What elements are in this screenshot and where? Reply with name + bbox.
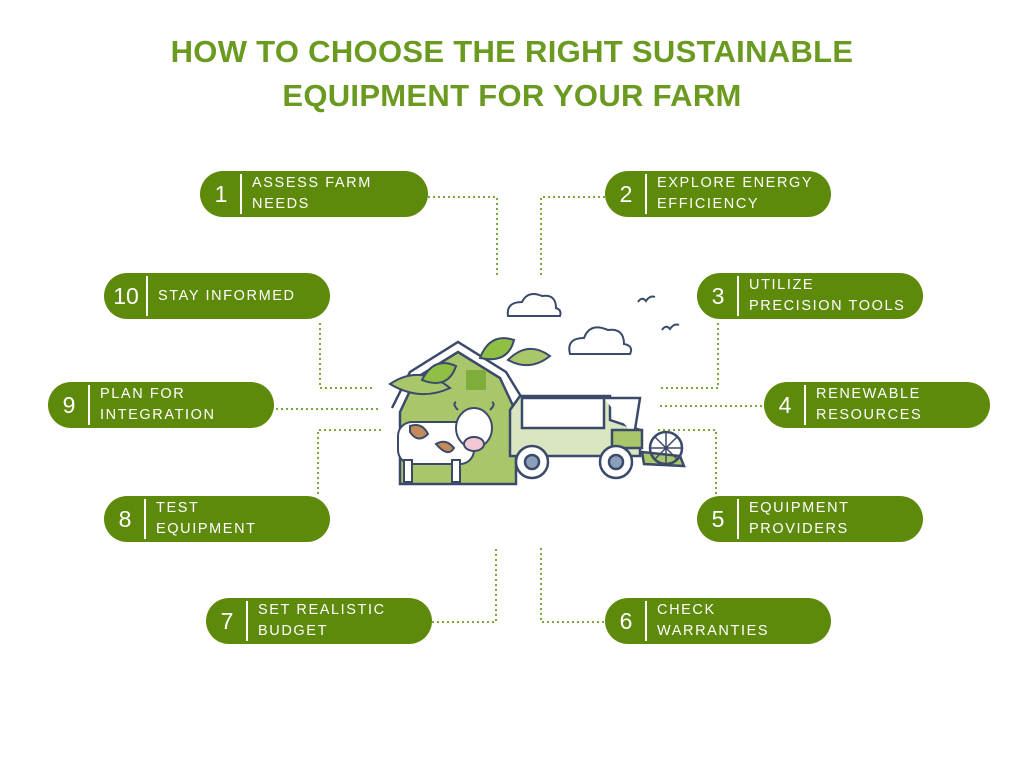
divider	[645, 601, 647, 641]
step-number: 7	[220, 608, 234, 634]
cloud-icon	[568, 326, 633, 355]
step-10-pill: 10 STAY INFORMED	[104, 273, 330, 319]
step-number: 10	[113, 283, 139, 309]
step-number: 2	[619, 181, 633, 207]
connector-3	[660, 323, 719, 389]
divider	[737, 276, 739, 316]
cow-icon	[397, 401, 495, 483]
divider	[804, 385, 806, 425]
divider	[144, 499, 146, 539]
connector-7	[432, 548, 497, 623]
step-number: 6	[619, 608, 633, 634]
divider	[645, 174, 647, 214]
title-line-1: HOW TO CHOOSE THE RIGHT SUSTAINABLE	[170, 34, 854, 69]
divider	[88, 385, 90, 425]
step-number: 8	[118, 506, 132, 532]
farm-illustration	[388, 293, 686, 486]
step-number: 5	[711, 506, 725, 532]
connector-5	[658, 429, 717, 494]
step-number: 3	[711, 283, 725, 309]
connector-1	[428, 196, 498, 275]
connector-2	[540, 196, 605, 275]
divider	[146, 276, 148, 316]
step-number: 9	[62, 392, 76, 418]
connector-10	[319, 323, 375, 389]
bird-icon	[637, 295, 680, 331]
cloud-icon	[506, 293, 562, 317]
step-label: STAY INFORMED	[158, 287, 296, 304]
divider	[737, 499, 739, 539]
connector-6	[540, 548, 604, 623]
connector-8	[317, 429, 382, 494]
combine-harvester-icon	[508, 394, 686, 480]
page-title: HOW TO CHOOSE THE RIGHT SUSTAINABLE EQUI…	[0, 30, 1024, 118]
divider	[246, 601, 248, 641]
divider	[240, 174, 242, 214]
leaf-icon	[388, 337, 552, 396]
step-number: 1	[214, 181, 228, 207]
title-line-2: EQUIPMENT FOR YOUR FARM	[282, 78, 742, 113]
step-number: 4	[778, 392, 792, 418]
